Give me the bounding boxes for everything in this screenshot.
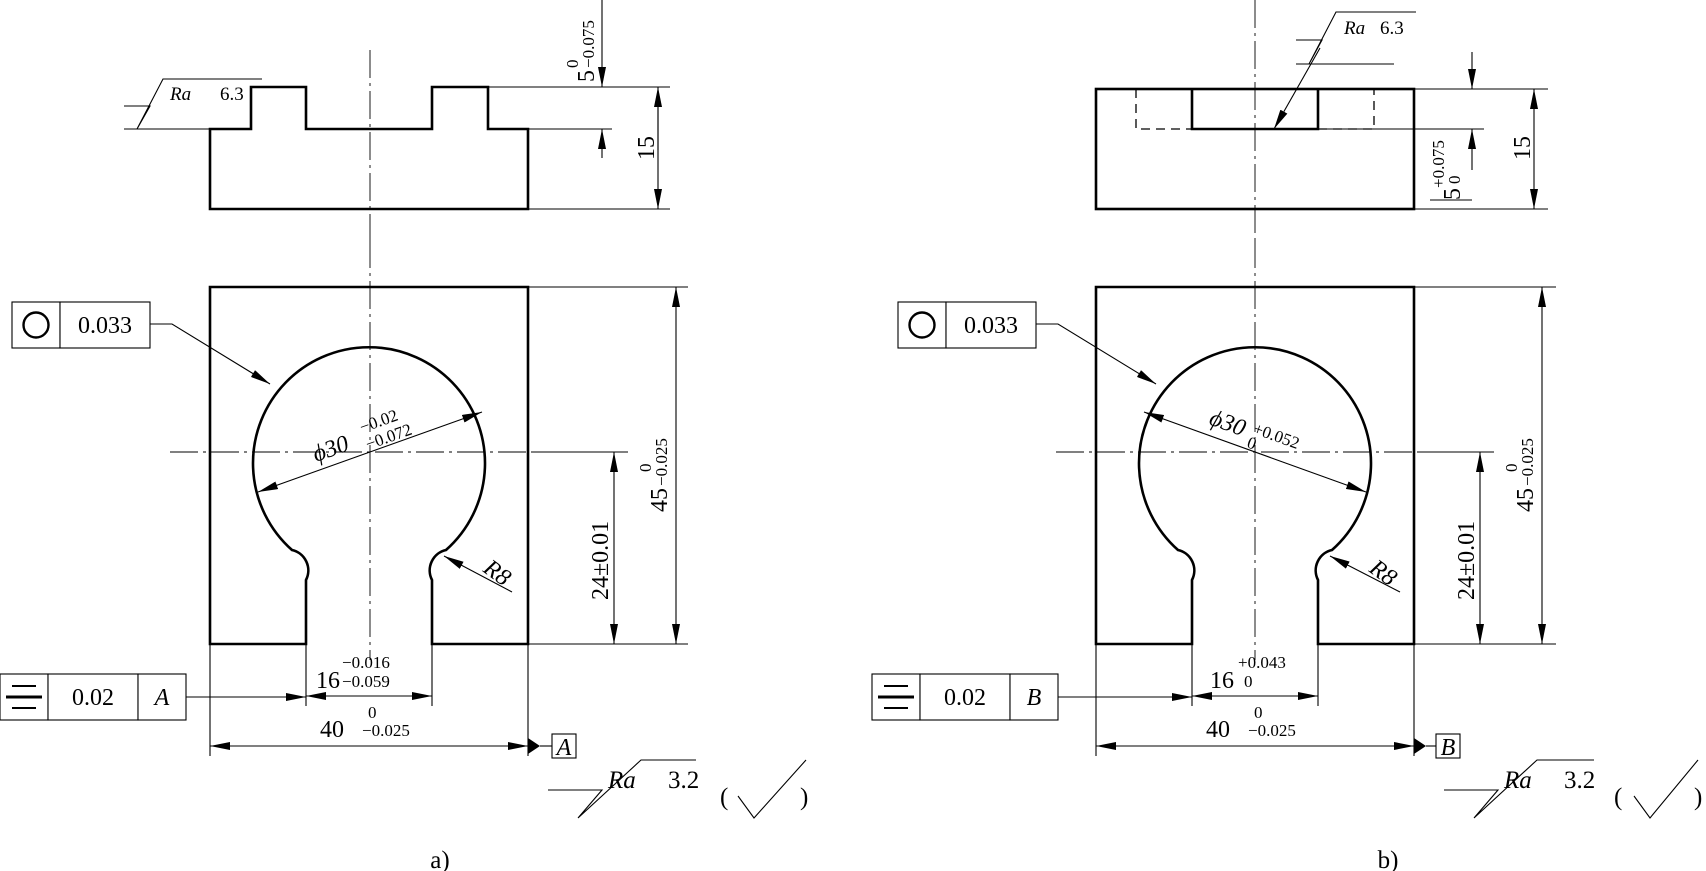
width-nominal: 40 [320,717,344,743]
view-b: Ra 6.3 5 +0.075 0 15 [871,0,1702,871]
height-dimension-b: 15 [1414,88,1548,210]
length-lower: −0.025 [1518,438,1537,486]
roughness-value: 6.3 [1380,18,1404,39]
radius-dimension-a: R8 [443,554,516,593]
datum-label: B [1441,735,1456,761]
slot-lower: 0 [1244,672,1253,691]
length-dimension-a: 45 0 −0.025 [528,286,688,645]
caption-b: b) [1378,847,1399,871]
radius-value: R8 [1364,554,1402,591]
length-upper: 0 [1502,464,1521,473]
symmetry-datum: B [1027,685,1042,711]
general-roughness-prefix: Ra [607,767,636,794]
check-icon [737,759,807,819]
paren-open: ( [720,784,728,811]
center-height-value: 24±0.01 [1454,521,1480,600]
diameter-nominal: ϕ30 [309,431,352,468]
roundness-frame-a: 0.033 [11,301,271,385]
general-roughness-b: Ra 3.2 ( ) [1444,759,1702,819]
length-lower: −0.025 [652,438,671,486]
general-roughness-value: 3.2 [668,767,699,794]
datum-label: A [555,735,572,761]
symmetry-frame-b: 0.02 B [871,673,1192,721]
slot-nominal: 16 [316,668,340,694]
width-lower: −0.025 [1248,721,1296,740]
height-dimension-a: 15 [528,86,670,210]
symmetry-frame-a: 0.02 A [0,673,306,721]
radius-value: R8 [478,554,516,591]
roundness-tolerance: 0.033 [964,313,1018,339]
circularity-icon [908,311,936,339]
roundness-tolerance: 0.033 [78,313,132,339]
depth-upper: 0 [563,60,582,69]
length-nominal: 45 [1513,488,1539,512]
datum-marker-a: A [528,733,577,761]
center-height-dimension-a: 24±0.01 [532,451,628,644]
general-roughness-prefix: Ra [1503,767,1532,794]
roughness-prefix: Ra [1343,18,1365,39]
datum-marker-b: B [1414,733,1461,761]
depth-nominal: 5 [574,70,600,82]
depth-nominal: 5 [1440,188,1466,200]
slot-dimension-b: 16 +0.043 0 [1191,644,1319,706]
length-upper: 0 [636,464,655,473]
height-nominal: 15 [1510,136,1536,160]
depth-lower: 0 [1445,176,1464,185]
check-icon [1633,759,1699,819]
roughness-prefix: Ra [169,84,191,105]
general-roughness-a: Ra 3.2 ( ) [548,759,808,819]
circularity-icon [22,311,50,339]
slot-upper: −0.016 [342,653,390,672]
symmetry-icon [6,685,42,709]
paren-close: ) [1694,784,1702,811]
symmetry-tolerance: 0.02 [72,685,114,711]
symmetry-datum: A [153,685,170,711]
center-height-value: 24±0.01 [588,521,614,600]
symmetry-icon [878,685,914,709]
plan-view-b [1056,240,1460,660]
slot-nominal: 16 [1210,668,1234,694]
diameter-lower: 0 [1245,433,1259,454]
depth-lower: −0.075 [579,20,598,68]
depth-dimension-a: 5 0 −0.075 [488,0,612,158]
roughness-symbol-top-b: Ra 6.3 [1273,11,1416,130]
width-dimension-a: 40 0 −0.025 [209,644,529,756]
paren-close: ) [800,784,808,811]
radius-dimension-b: R8 [1329,554,1402,593]
slot-dimension-a: 16 −0.016 −0.059 [305,644,433,706]
roughness-symbol-top-a: Ra 6.3 [124,78,262,130]
length-nominal: 45 [647,488,673,512]
slot-lower: −0.059 [342,672,390,691]
depth-dimension-b: 5 +0.075 0 [1318,52,1484,201]
slot-upper: +0.043 [1238,653,1286,672]
front-view-b [1094,0,1416,240]
roundness-frame-b: 0.033 [897,301,1157,385]
length-dimension-b: 45 0 −0.025 [1414,286,1556,645]
depth-upper: +0.075 [1429,140,1448,188]
roughness-value: 6.3 [220,84,244,105]
center-height-dimension-b: 24±0.01 [1420,451,1494,644]
view-a: Ra 6.3 5 0 −0.075 15 [0,0,808,871]
symmetry-tolerance: 0.02 [944,685,986,711]
paren-open: ( [1614,784,1622,811]
width-upper: 0 [368,703,377,722]
height-nominal: 15 [634,136,660,160]
width-dimension-b: 40 0 −0.025 [1095,644,1415,756]
width-upper: 0 [1254,703,1263,722]
general-roughness-value: 3.2 [1564,767,1595,794]
width-lower: −0.025 [362,721,410,740]
width-nominal: 40 [1206,717,1230,743]
caption-a: a) [430,847,449,871]
